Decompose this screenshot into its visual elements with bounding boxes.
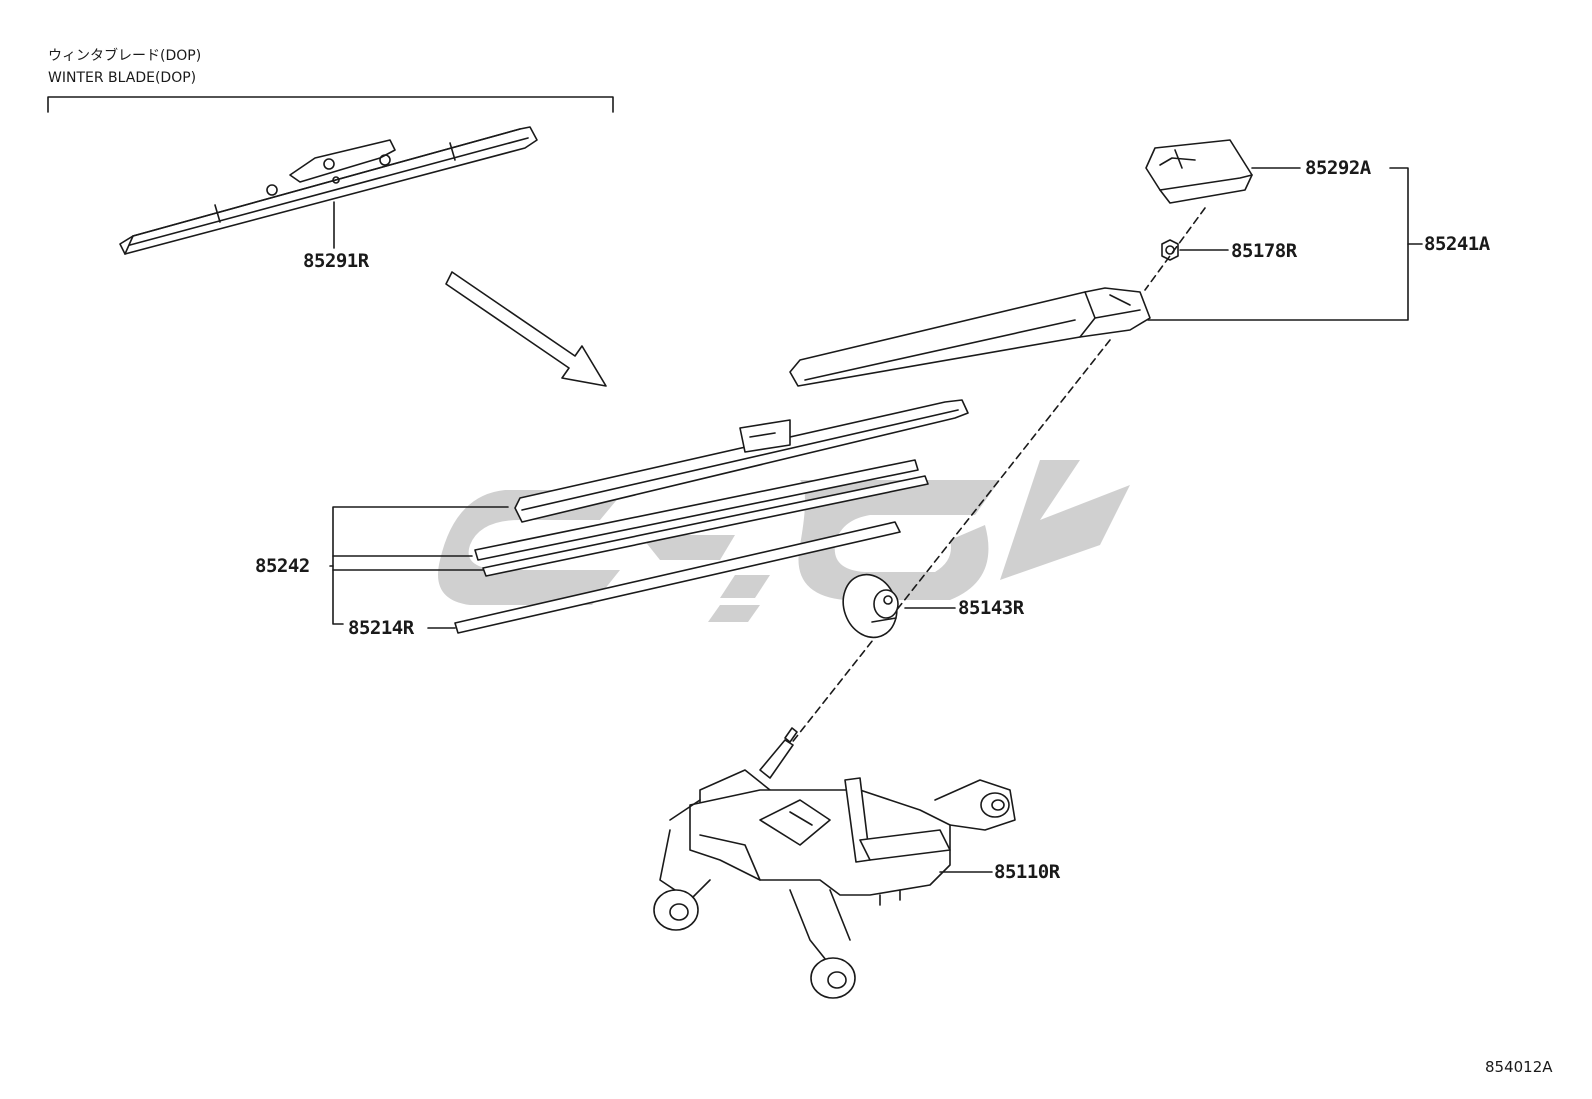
watermark-logo [438,460,1130,622]
label-85242[interactable]: 85242 [255,555,310,577]
label-85292A[interactable]: 85292A [1305,157,1371,179]
blade-rubber-strip-2 [482,475,929,577]
label-85214R[interactable]: 85214R [348,617,414,639]
wiper-blade-drawing [514,399,969,523]
blade-rubber-strip-1 [474,459,919,561]
arm-cap-drawing [1145,139,1253,204]
note-japanese: ウィンタブレード(DOP) [48,48,202,64]
winter-blade-drawing [119,126,538,255]
wiper-motor-drawing [653,727,1016,999]
diagram-code: 854012A [1485,1058,1553,1076]
assembly-axis [789,207,1206,746]
label-85178R[interactable]: 85178R [1231,240,1297,262]
label-85241A[interactable]: 85241A [1424,233,1490,255]
pivot-cap-drawing [842,573,899,639]
label-85110R[interactable]: 85110R [994,861,1060,883]
note-english: WINTER BLADE(DOP) [48,70,197,86]
winter-blade-bracket [47,96,614,113]
nut-drawing [1161,239,1179,261]
label-85143R[interactable]: 85143R [958,597,1024,619]
label-85291R[interactable]: 85291R [303,250,369,272]
direction-arrow [445,271,607,387]
blade-rubber-85214R [454,521,901,634]
wiper-arm-drawing [789,287,1151,387]
